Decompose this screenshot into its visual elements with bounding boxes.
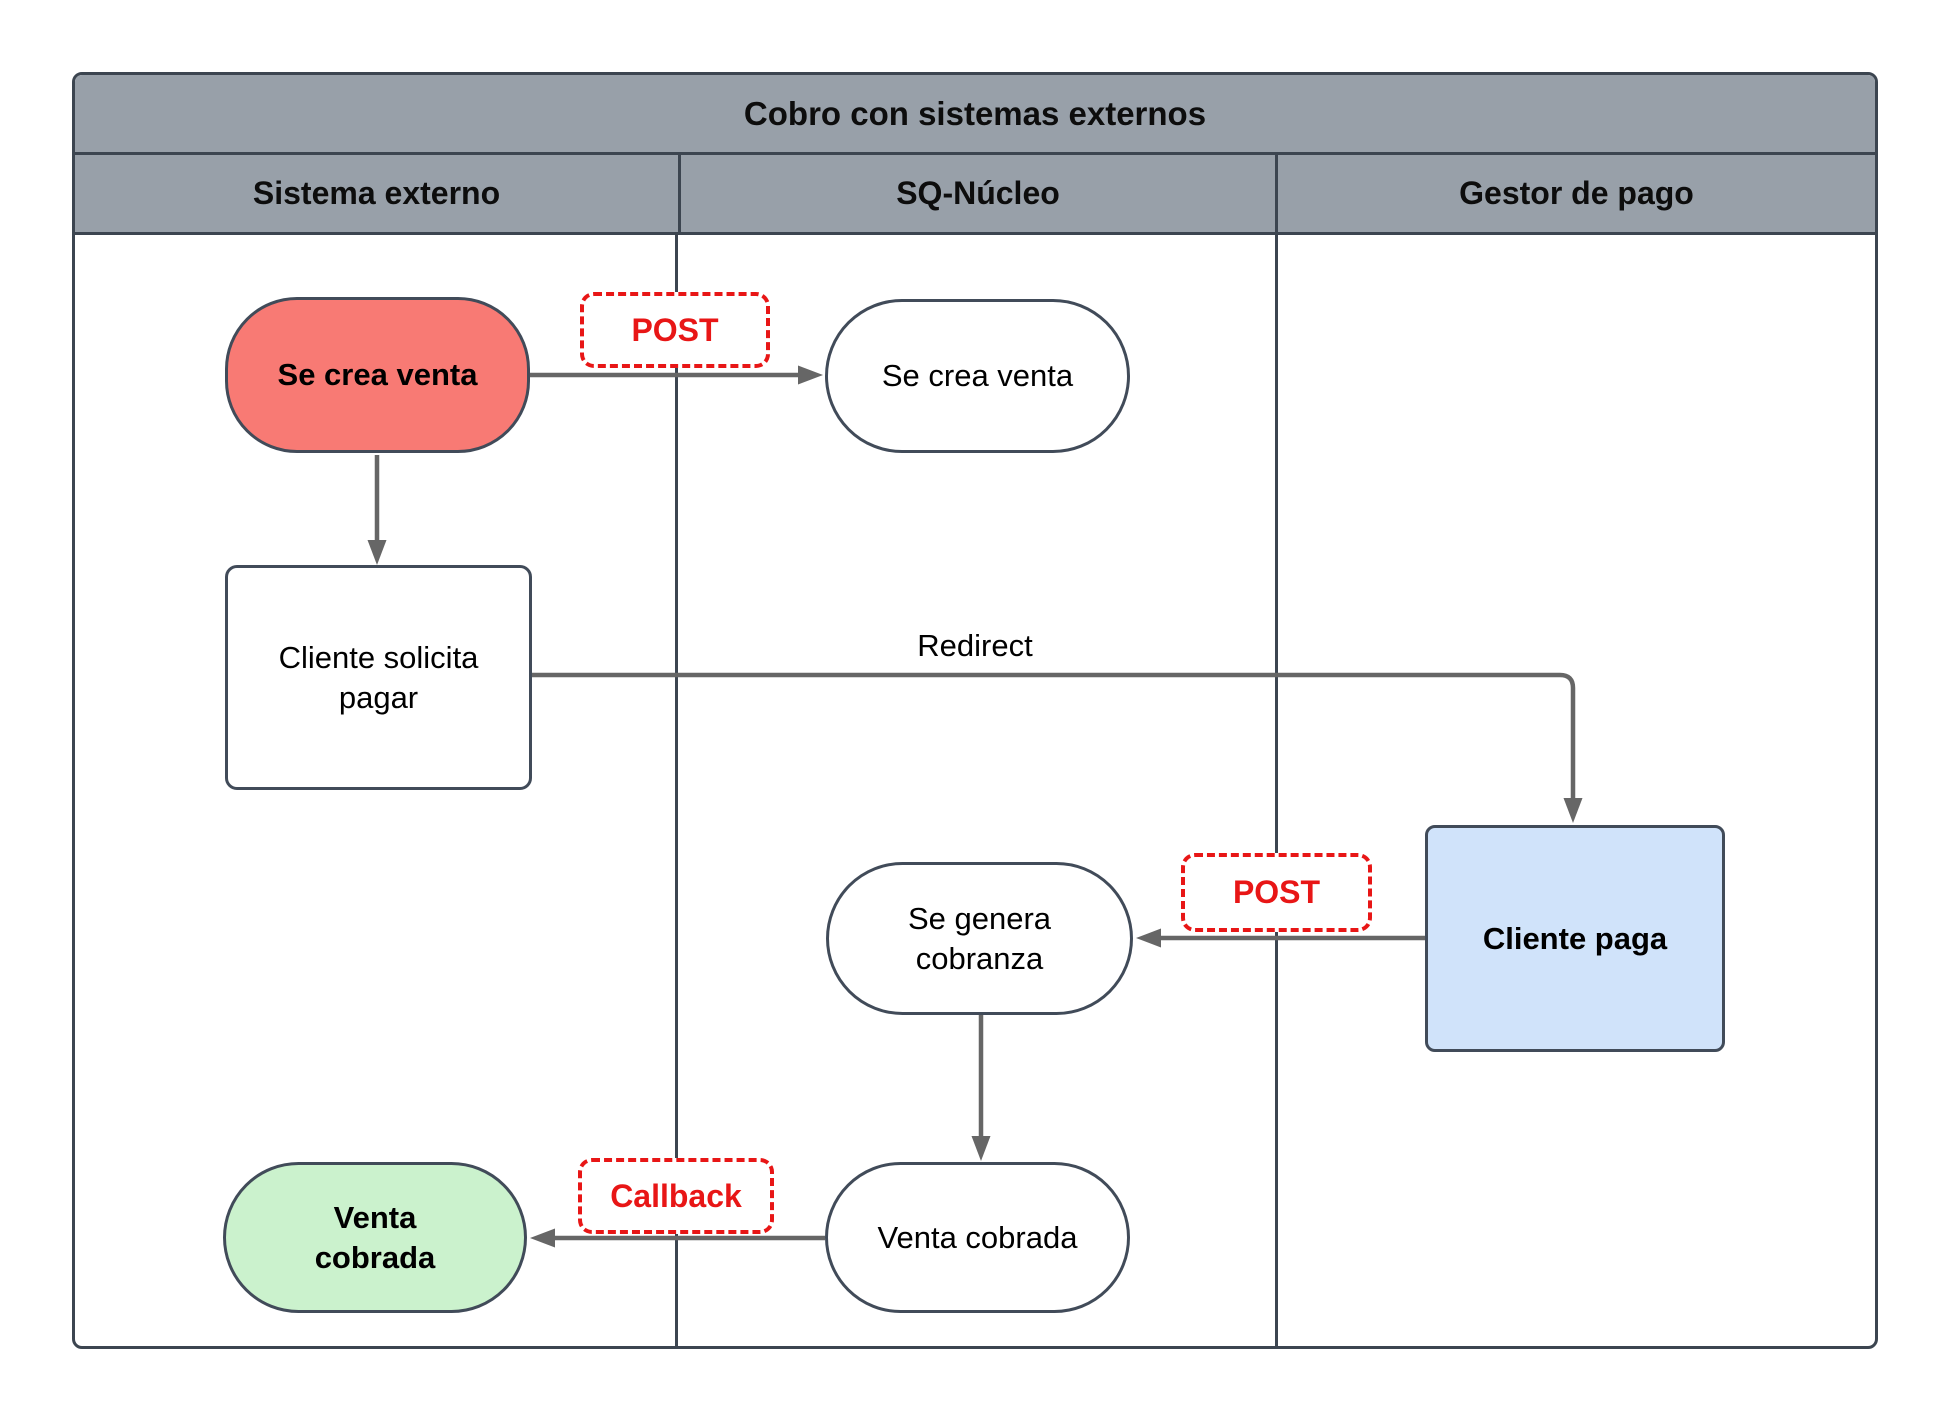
node-label: Se crea venta	[881, 358, 1074, 394]
node-se-genera-cobranza: Se genera cobranza	[826, 862, 1133, 1015]
edge-label-text: Callback	[610, 1177, 742, 1214]
node-se-crea-venta-external: Se crea venta	[225, 297, 530, 453]
edge-label-text: Redirect	[917, 628, 1033, 663]
node-se-crea-venta-core: Se crea venta	[825, 299, 1130, 453]
node-label: Venta cobrada	[877, 1219, 1078, 1255]
lane-label: Sistema externo	[252, 175, 501, 211]
lane-label: Gestor de pago	[1459, 175, 1694, 211]
diagram-title-bar: Cobro con sistemas externos	[75, 75, 1875, 155]
lane-divider-2	[1275, 232, 1278, 1349]
node-venta-cobrada-core: Venta cobrada	[825, 1162, 1130, 1313]
edge-label-post-pay: POST	[1181, 853, 1372, 932]
lane-header-row: Sistema externo SQ-Núcleo Gestor de pago	[75, 155, 1875, 235]
node-label: Venta cobrada	[314, 1200, 436, 1275]
node-venta-cobrada-external: Venta cobrada	[223, 1162, 527, 1313]
node-cliente-paga: Cliente paga	[1425, 825, 1725, 1052]
lane-header-gestor-de-pago: Gestor de pago	[1278, 155, 1875, 232]
lane-label: SQ-Núcleo	[896, 175, 1060, 211]
node-label: Cliente paga	[1482, 920, 1668, 956]
node-cliente-solicita-pagar: Cliente solicita pagar	[225, 565, 532, 790]
diagram-title: Cobro con sistemas externos	[743, 94, 1207, 132]
node-label: Se genera cobranza	[907, 901, 1052, 976]
lane-header-sq-nucleo: SQ-Núcleo	[678, 155, 1278, 232]
lane-header-sistema-externo: Sistema externo	[75, 155, 678, 232]
edge-label-post-create: POST	[580, 292, 770, 368]
edge-label-redirect: Redirect	[845, 628, 1105, 664]
node-label: Cliente solicita pagar	[278, 640, 479, 715]
swimlane-frame: Cobro con sistemas externos Sistema exte…	[72, 72, 1878, 1349]
edge-label-callback: Callback	[578, 1158, 774, 1234]
edge-label-text: POST	[1232, 874, 1321, 910]
node-label: Se crea venta	[277, 357, 478, 393]
edge-label-text: POST	[631, 311, 719, 348]
